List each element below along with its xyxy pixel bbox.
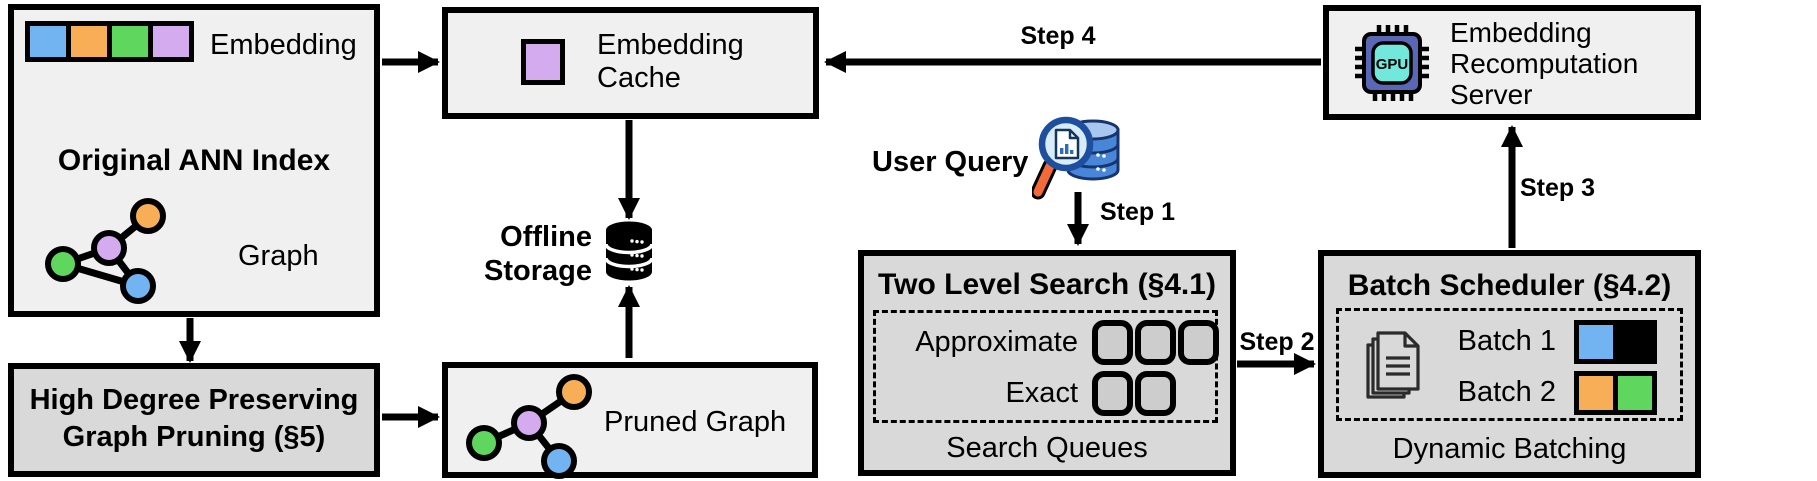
batch-scheduler-box: Batch Scheduler (§4.2) Batch 1 Batch 2 <box>1318 250 1701 478</box>
embedding-cache-box: Embedding Cache <box>442 7 819 119</box>
query-document-icon <box>1054 128 1080 160</box>
embedding-cache-line2: Cache <box>597 62 681 94</box>
queue-rows: Approximate Exact <box>892 317 1219 419</box>
embedding-vector-icon <box>25 21 194 62</box>
graph-pruning-box: High Degree Preserving Graph Pruning (§5… <box>8 363 380 477</box>
ann-index-title: Original ANN Index <box>57 144 331 177</box>
queue-slot <box>1178 320 1219 365</box>
offline-storage-label: Offline Storage <box>420 220 592 288</box>
step3-label: Step 3 <box>1520 174 1596 202</box>
recomputation-server-box: GPU Embedding Recomputation Server <box>1323 5 1701 120</box>
graph-pruning-title-line2: Graph Pruning (§5) <box>62 421 326 453</box>
queue-slot <box>1092 320 1133 365</box>
query-magnifier-icon <box>1032 116 1120 200</box>
embedding-cell-green <box>112 26 148 57</box>
gpu-chip-label: GPU <box>1376 56 1409 73</box>
embedding-cell-blue <box>30 26 66 57</box>
server-title-line3: Server <box>1450 79 1533 110</box>
dynamic-batching-area: Batch 1 Batch 2 <box>1336 308 1683 421</box>
pruned-graph-box: Pruned Graph <box>442 362 818 479</box>
offline-storage-line2: Storage <box>484 255 592 287</box>
batch1-cells <box>1574 319 1657 364</box>
user-query-label: User Query <box>872 146 1029 178</box>
server-title-line1: Embedding <box>1450 17 1592 48</box>
graph-pruning-title-line1: High Degree Preserving <box>29 384 359 416</box>
embedding-label: Embedding <box>210 29 357 61</box>
embedding-cell-orange <box>71 26 107 57</box>
gpu-chip-icon: GPU <box>1355 25 1429 101</box>
offline-storage-line1: Offline <box>500 221 592 253</box>
pruned-graph-label: Pruned Graph <box>604 406 787 438</box>
batch2-cells <box>1574 370 1657 415</box>
step1-label: Step 1 <box>1100 198 1176 226</box>
queue-slot <box>1135 320 1176 365</box>
dynamic-batching-footer: Dynamic Batching <box>1392 433 1627 465</box>
approximate-queue-slots <box>1092 320 1219 365</box>
queue-slot <box>1135 371 1176 416</box>
exact-label: Exact <box>1005 377 1078 409</box>
embedding-cache-title: Embedding Cache <box>597 29 744 95</box>
approximate-label: Approximate <box>915 326 1078 358</box>
batch2-cell-orange <box>1579 375 1613 410</box>
exact-queue-slots <box>1092 371 1219 416</box>
cached-embedding-cell <box>526 44 560 80</box>
cached-embedding-icon <box>521 39 565 85</box>
search-queues-footer: Search Queues <box>946 432 1148 464</box>
embedding-cache-line1: Embedding <box>597 29 744 61</box>
graph-pruning-title: High Degree Preserving Graph Pruning (§5… <box>14 382 374 456</box>
search-queues-area: Approximate Exact <box>873 310 1219 423</box>
step4-label: Step 4 <box>1020 22 1096 50</box>
pruned-graph-icon <box>466 374 592 479</box>
batch1-label: Batch 1 <box>1457 325 1556 357</box>
two-level-search-title: Two Level Search (§4.1) <box>878 268 1216 301</box>
graph-label: Graph <box>238 240 319 272</box>
two-level-search-box: Two Level Search (§4.1) Approximate Exac… <box>858 250 1236 476</box>
documents-icon <box>1366 331 1420 399</box>
batch-scheduler-title: Batch Scheduler (§4.2) <box>1347 269 1672 302</box>
graph-icon <box>45 198 166 304</box>
recomputation-server-title: Embedding Recomputation Server <box>1450 17 1638 110</box>
server-title-line2: Recomputation <box>1450 48 1639 79</box>
batch1-cell-blue <box>1579 324 1613 359</box>
batch-rows: Batch 1 Batch 2 <box>1439 316 1657 418</box>
batch2-label: Batch 2 <box>1457 376 1556 408</box>
original-ann-index-box: Embedding Original ANN Index Graph <box>8 4 380 317</box>
queue-slot <box>1092 371 1133 416</box>
embedding-cell-purple <box>153 26 189 57</box>
step2-label: Step 2 <box>1239 328 1315 356</box>
database-icon <box>604 221 654 281</box>
batch2-cell-green <box>1618 375 1652 410</box>
